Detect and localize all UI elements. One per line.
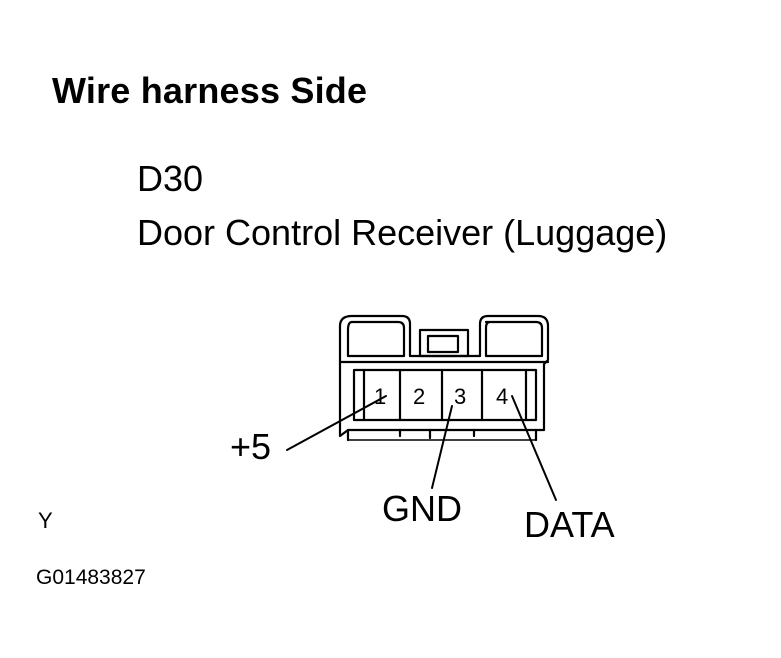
position-mark: Y bbox=[38, 508, 53, 533]
pin-2-number: 2 bbox=[413, 384, 425, 409]
pin-3-leader bbox=[431, 405, 453, 489]
figure-id: G01483827 bbox=[36, 566, 146, 589]
pin-3-signal-label: GND bbox=[382, 488, 462, 529]
connector-name: Door Control Receiver (Luggage) bbox=[137, 212, 668, 253]
pin-4-leader bbox=[511, 395, 557, 501]
pin-4-number: 4 bbox=[496, 384, 508, 409]
pin-cavity bbox=[352, 368, 538, 422]
pin-4-signal-label: DATA bbox=[524, 504, 615, 545]
pin-3-number: 3 bbox=[454, 384, 466, 409]
pin-1-leader bbox=[286, 395, 387, 451]
connector-code: D30 bbox=[137, 158, 204, 199]
center-latch bbox=[418, 328, 470, 358]
pin-1-number: 1 bbox=[374, 384, 386, 409]
connector-body bbox=[338, 314, 550, 438]
diagram-title: Wire harness Side bbox=[52, 70, 368, 111]
pin-1-signal-label: +5 bbox=[230, 426, 272, 467]
